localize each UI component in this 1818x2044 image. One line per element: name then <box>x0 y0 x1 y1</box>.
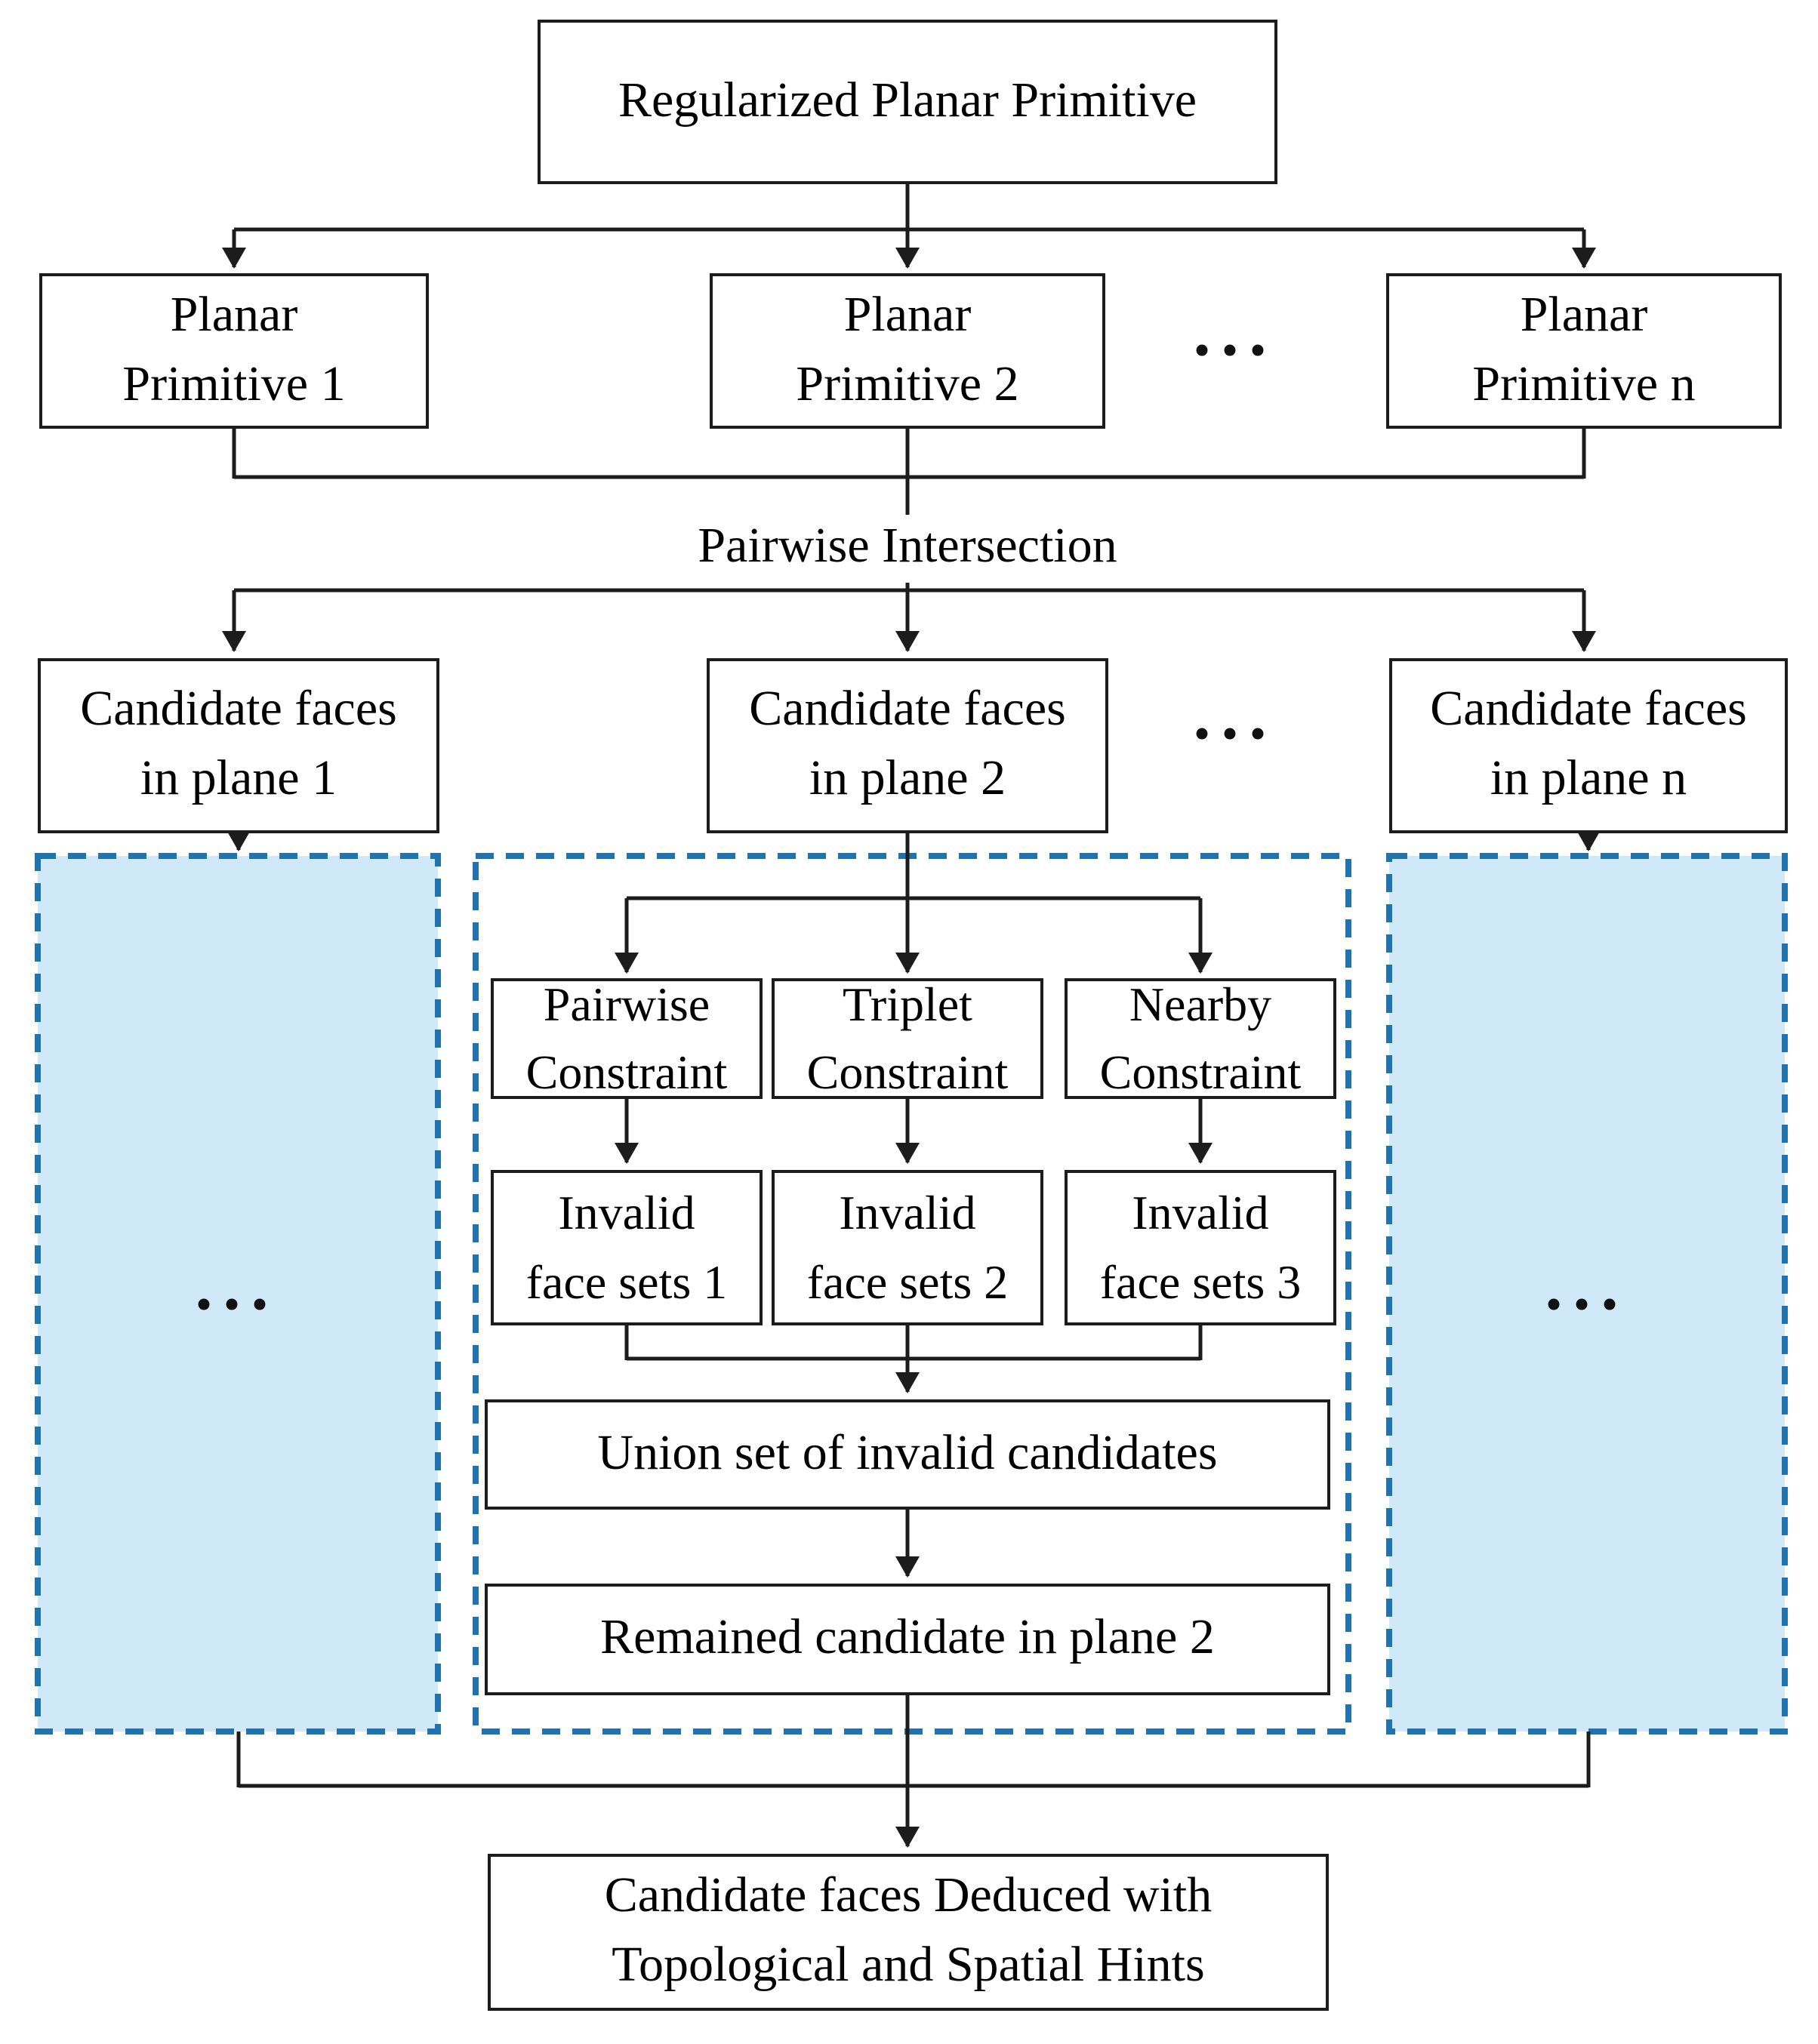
node-regularized-planar-primitive: Regularized Planar Primitive <box>538 20 1277 184</box>
node-planar-primitive-2: Planar Primitive 2 <box>710 273 1105 429</box>
node-candidate-faces-plane-2: Candidate faces in plane 2 <box>707 658 1108 833</box>
node-nearby-constraint: Nearby Constraint <box>1065 976 1336 1099</box>
node-invalid-face-sets-2: Invalid face sets 2 <box>772 1170 1043 1325</box>
connector-arrows <box>222 229 1601 1848</box>
dashed-region-plane-n <box>1386 853 1788 1735</box>
dashed-region-plane-1 <box>35 853 441 1735</box>
node-planar-primitive-n: Planar Primitive n <box>1386 273 1782 429</box>
ellipsis-region-plane-1: ... <box>195 1247 279 1324</box>
node-union-set-invalid-candidates: Union set of invalid candidates <box>485 1399 1330 1510</box>
node-pairwise-constraint: Pairwise Constraint <box>491 976 763 1099</box>
dashed-region-plane-2 <box>473 853 1351 1735</box>
node-candidate-faces-deduced: Candidate faces Deduced with Topological… <box>488 1854 1329 2011</box>
node-candidate-faces-plane-n: Candidate faces in plane n <box>1389 658 1788 833</box>
node-planar-primitive-1: Planar Primitive 1 <box>39 273 429 429</box>
node-invalid-face-sets-3: Invalid face sets 3 <box>1065 1170 1336 1325</box>
node-remained-candidate-plane-2: Remained candidate in plane 2 <box>485 1584 1330 1695</box>
node-candidate-faces-plane-1: Candidate faces in plane 1 <box>38 658 439 833</box>
ellipsis-candidate-row: ... <box>1193 676 1277 753</box>
ellipsis-region-plane-n: ... <box>1545 1247 1629 1324</box>
node-triplet-constraint: Triplet Constraint <box>772 976 1043 1099</box>
node-invalid-face-sets-1: Invalid face sets 1 <box>491 1170 763 1325</box>
ellipsis-planar-row: ... <box>1193 293 1277 370</box>
label-pairwise-intersection: Pairwise Intersection <box>698 519 1117 573</box>
